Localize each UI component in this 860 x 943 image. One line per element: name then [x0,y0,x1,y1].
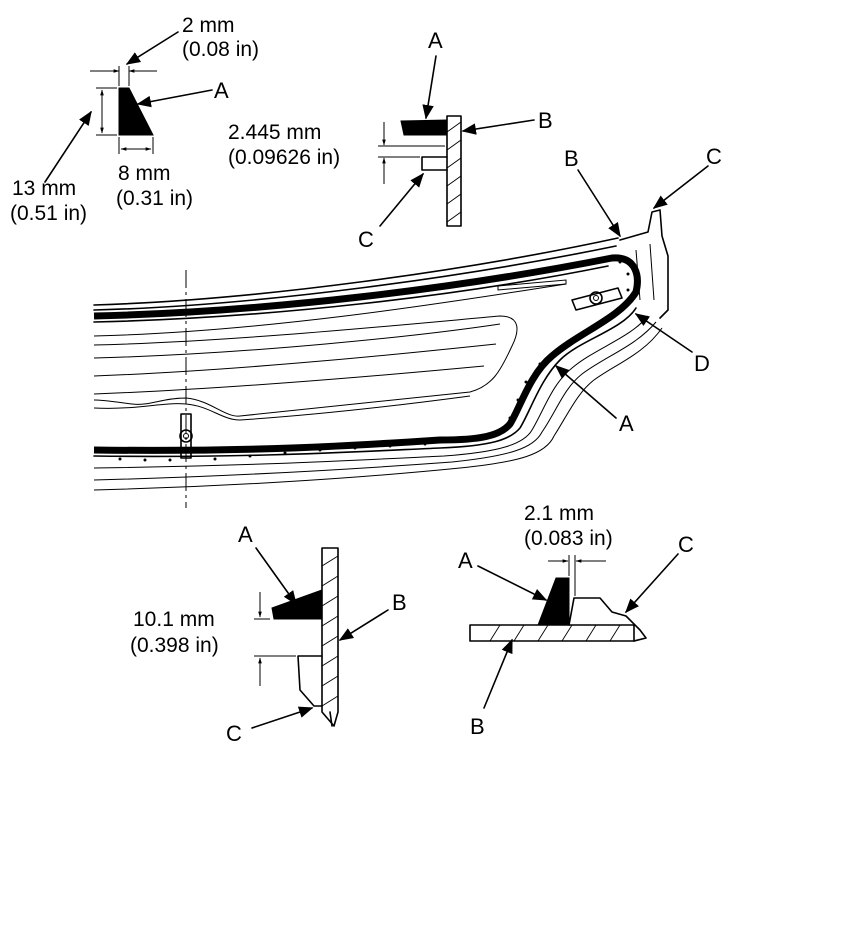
callout-label-c: C [706,144,722,169]
height-dimension-in: (0.51 in) [10,202,87,225]
callout-label-b: B [538,108,553,133]
top-gap-dimension-in: (0.09626 in) [228,146,340,169]
base-dimension-in: (0.31 in) [116,187,193,210]
callout-label-b: B [392,590,407,615]
callout-label-a: A [238,522,253,547]
width-dimension-in: (0.08 in) [182,38,259,61]
bottom-gap-dimension-mm: 2.1 mm [524,502,594,525]
callout-label-b: B [470,714,485,739]
height-dimension-mm: 13 mm [12,177,76,200]
top-gap-dimension-mm: 2.445 mm [228,121,321,144]
bottom-gap-dimension-in: (0.083 in) [524,527,613,550]
top-section-detail [378,55,535,227]
fastener-dots [118,260,630,462]
side-gap-dimension-mm: 10.1 mm [133,608,215,631]
callout-label-a: A [619,411,634,436]
base-dimension-mm: 8 mm [118,162,171,185]
tailgate-panel-view [93,165,709,508]
seal-profile-shape [118,87,154,136]
callout-label-c: C [358,227,374,252]
side-section-detail [251,547,389,729]
callout-label-c: C [678,532,694,557]
callout-label-d: D [694,351,710,376]
callout-label-a: A [428,28,443,53]
callout-label-a: A [214,78,229,103]
side-gap-dimension-in: (0.398 in) [130,634,219,657]
callout-label-c: C [226,721,242,746]
callout-label-a: A [458,548,473,573]
width-dimension-mm: 2 mm [182,14,235,37]
callout-label-b: B [564,146,579,171]
center-stud [179,413,193,459]
latch-bracket [571,287,623,311]
seal-profile-detail [44,31,213,183]
bottom-section-detail [469,553,679,709]
